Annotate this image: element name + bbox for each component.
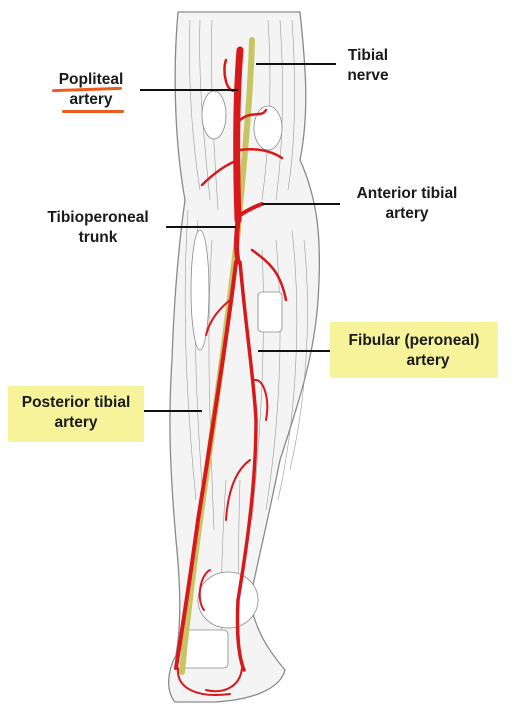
anterior-tibial-branch bbox=[250, 248, 288, 302]
tendon-patches bbox=[181, 90, 283, 669]
posterior-tibial-leader-line bbox=[144, 410, 202, 412]
fibular-branch-2 bbox=[225, 459, 251, 521]
popliteal-branch-2 bbox=[238, 108, 268, 122]
anterior-tibial-label-line2: artery bbox=[385, 205, 429, 222]
fibular-label-highlight bbox=[330, 322, 498, 378]
leg-outline bbox=[168, 11, 321, 703]
fibular-branch-1 bbox=[253, 378, 269, 421]
tibial-nerve-label-line2: nerve bbox=[347, 67, 389, 84]
tibioperoneal-label-line2: trunk bbox=[78, 229, 118, 246]
fibular-artery-label: Fibular (peroneal) artery bbox=[330, 331, 498, 371]
fibular-label-line1: Fibular (peroneal) bbox=[348, 332, 480, 349]
posterior-tibial-label-highlight bbox=[8, 386, 144, 442]
tibial-nerve-label-line1: Tibial bbox=[347, 47, 389, 64]
posterior-tibial-label-line2: artery bbox=[54, 414, 98, 431]
tibial-nerve-leader-line bbox=[256, 63, 336, 65]
tibioperoneal-leader-line bbox=[166, 226, 236, 228]
posterior-tibial-label-line1: Posterior tibial bbox=[21, 394, 131, 411]
popliteal-artery-path bbox=[233, 46, 244, 224]
tibioperoneal-label-line1: Tibioperoneal bbox=[47, 209, 149, 226]
fibular-label-line2: artery bbox=[406, 352, 450, 369]
fibular-leader-line bbox=[258, 350, 330, 352]
heel-branch-1 bbox=[176, 667, 231, 696]
popliteal-leader-line bbox=[140, 89, 238, 91]
tibioperoneal-trunk-path bbox=[234, 217, 241, 265]
anterior-tibial-leader-line bbox=[262, 203, 340, 205]
heel-branch-2 bbox=[205, 667, 243, 693]
popliteal-branch-3 bbox=[200, 158, 240, 187]
popliteal-underline-2 bbox=[62, 110, 124, 113]
muscle-hatching bbox=[184, 19, 308, 661]
anterior-tibial-artery-path bbox=[238, 202, 264, 217]
tibioperoneal-trunk-label: Tibioperoneal trunk bbox=[32, 208, 164, 248]
posterior-tibial-artery-label: Posterior tibial artery bbox=[8, 393, 144, 433]
anterior-tibial-artery-label: Anterior tibial artery bbox=[338, 184, 476, 224]
fibular-artery-path bbox=[235, 260, 258, 672]
popliteal-label-line1: Popliteal bbox=[58, 71, 124, 88]
arteries bbox=[174, 46, 288, 696]
posterior-tibial-artery-path bbox=[174, 260, 238, 670]
muscular-branch bbox=[205, 299, 231, 336]
calf-branch bbox=[198, 569, 211, 611]
tibial-nerve-label: Tibial nerve bbox=[338, 46, 398, 86]
anterior-tibial-label-line1: Anterior tibial bbox=[356, 185, 458, 202]
popliteal-artery-label: Popliteal artery bbox=[46, 70, 136, 110]
popliteal-branch-4 bbox=[238, 148, 284, 160]
popliteal-label-line2: artery bbox=[69, 91, 113, 108]
